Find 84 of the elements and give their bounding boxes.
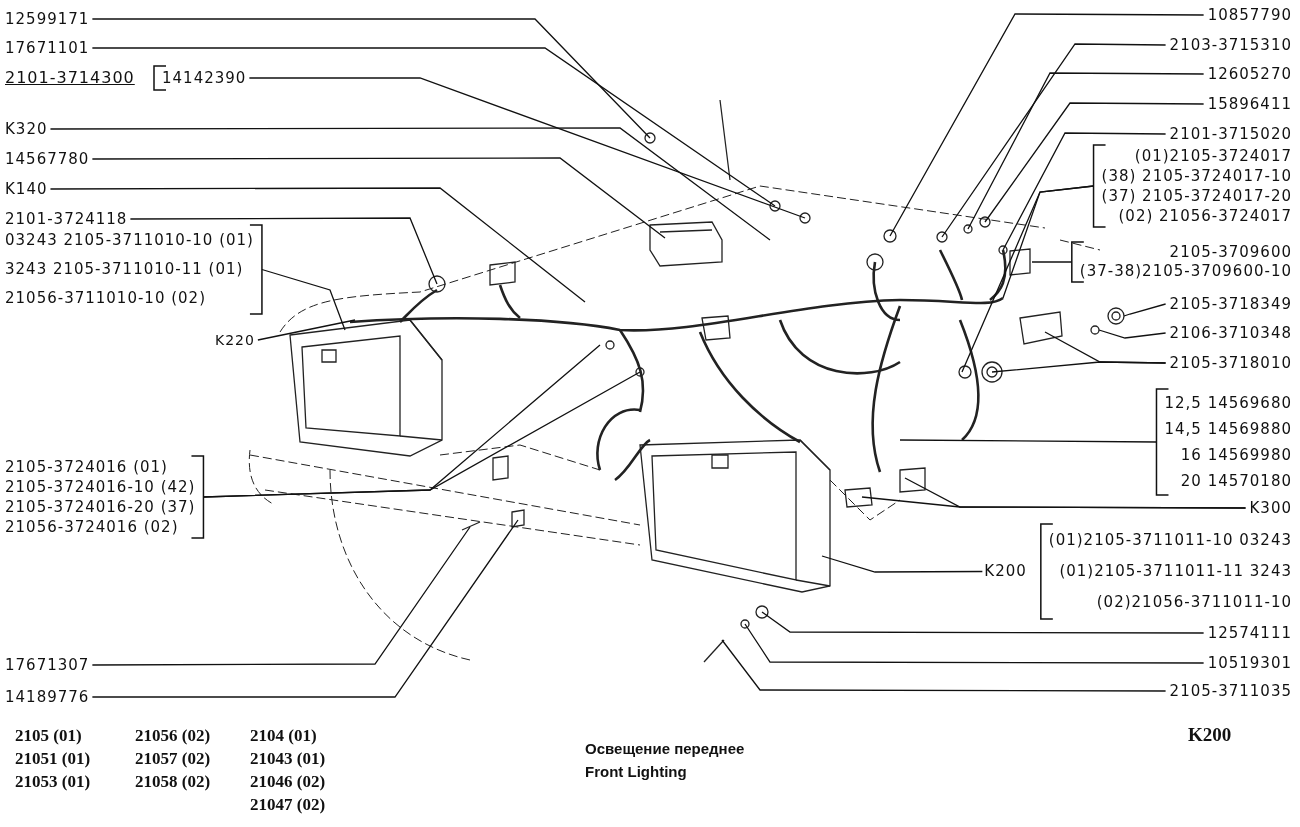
model-code: 21053 (01) [15, 772, 91, 792]
leader-line [91, 47, 776, 207]
leader-line [202, 371, 641, 498]
part-number: (37-38)2105-3709600-10 [1079, 262, 1292, 281]
leader-line [744, 623, 1205, 664]
leader-line [1031, 261, 1073, 263]
leader-line [761, 611, 1205, 634]
leader-line [1098, 329, 1167, 339]
part-number: (01)2105-3711011-11 3243 [1059, 561, 1292, 582]
leader-line [889, 13, 1205, 237]
leader-line [861, 496, 1247, 509]
part-number: 17671307 [5, 654, 90, 676]
part-number: (01)2105-3724017 [1134, 146, 1292, 166]
part-number: 12605270 [1207, 63, 1292, 85]
leader-line [1002, 132, 1167, 251]
part-number: K220 [215, 332, 255, 348]
leader-line [91, 519, 519, 698]
part-number: 10519301 [1207, 652, 1292, 674]
part-number: 15896411 [1207, 93, 1292, 115]
leader-line [129, 217, 438, 285]
part-number: 2105-3724016 (01) [5, 457, 168, 477]
part-number: 2101-3715020 [1169, 123, 1292, 145]
leader-line [91, 18, 651, 139]
part-number: K300 [1249, 497, 1292, 519]
leader-line [984, 102, 1205, 223]
leader-line [49, 187, 586, 303]
leader-line [248, 77, 806, 219]
leader-line [991, 361, 1167, 373]
leader-line [261, 268, 346, 331]
model-code: 2105 (01) [15, 726, 82, 746]
leader-line [721, 639, 1167, 692]
part-number: (02) 21056-3724017 [1118, 206, 1292, 226]
leader-line [257, 319, 356, 341]
part-number: 2105-3724016-10 (42) [5, 477, 196, 497]
model-code: 21051 (01) [15, 749, 91, 769]
part-number: 14189776 [5, 686, 90, 708]
part-number: 2105-3718010 [1169, 352, 1292, 374]
leader-line [941, 43, 1167, 238]
part-number: (02)21056-3711011-10 [1096, 592, 1292, 613]
part-number: K140 [5, 178, 48, 200]
caption-text: Освещение переднее Front Lighting [585, 739, 746, 782]
part-number: 12599171 [5, 8, 90, 30]
leader-line [899, 439, 1158, 443]
leader-line [1123, 303, 1167, 317]
part-number: 3243 2105-3711010-11 (01) [5, 259, 244, 280]
part-number: 20 14570180 [1180, 471, 1292, 492]
part-number: (38) 2105-3724017-10 [1101, 166, 1292, 186]
part-number: 14567780 [5, 148, 90, 170]
part-number: 2106-3710348 [1169, 322, 1292, 344]
part-number: 03243 2105-3711010-10 (01) [5, 230, 254, 251]
part-number: (01)2105-3711011-10 03243 [1048, 530, 1292, 551]
part-number: 12,5 14569680 [1164, 393, 1292, 414]
model-code: 21043 (01) [250, 749, 326, 769]
page-code: K200 [1188, 724, 1232, 746]
part-number: 17671101 [5, 37, 90, 59]
part-number: 2105-3711035 [1169, 680, 1292, 702]
part-number: 2101-3724118 [5, 208, 128, 230]
leader-line [49, 127, 771, 241]
model-code: 21058 (02) [135, 772, 211, 792]
part-number: 21056-3711010-10 (02) [5, 288, 206, 309]
part-number: (37) 2105-3724017-20 [1101, 186, 1292, 206]
part-number: 10857790 [1207, 4, 1292, 26]
part-number: 2105-3718349 [1169, 293, 1292, 315]
part-number: 2105-3709600 [1169, 243, 1292, 262]
assembly-number: 2101-3714300 [5, 68, 135, 87]
leader-line [91, 157, 666, 239]
part-number: 21056-3724016 (02) [5, 517, 179, 537]
part-number: 2103-3715310 [1169, 34, 1292, 56]
part-number: 16 14569980 [1180, 445, 1292, 466]
part-number: 12574111 [1207, 622, 1292, 644]
model-code: 21057 (02) [135, 749, 211, 769]
part-number: K320 [5, 118, 48, 140]
leader-line [91, 526, 471, 666]
model-code: 21046 (02) [250, 772, 326, 792]
leader-line [821, 555, 983, 573]
part-number: 14142390 [162, 67, 247, 89]
model-code: 2104 (01) [250, 726, 317, 746]
part-number: 2105-3724016-20 (37) [5, 497, 196, 517]
part-number: K200 [984, 561, 1027, 582]
model-code: 21056 (02) [135, 726, 211, 746]
leader-line [967, 72, 1205, 230]
model-code: 21047 (02) [250, 795, 326, 815]
part-number: 14,5 14569880 [1164, 419, 1292, 440]
leader-line [961, 185, 1095, 373]
